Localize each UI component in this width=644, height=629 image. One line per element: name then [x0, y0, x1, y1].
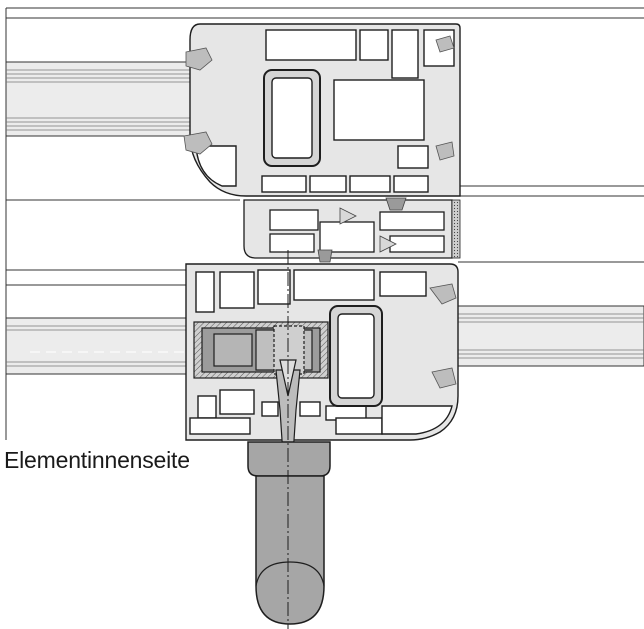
middle-coupling-profile [243, 199, 461, 259]
upper-sash-profile [189, 23, 461, 197]
gearbox-housing [193, 321, 329, 379]
handle [247, 441, 331, 625]
upper-gaskets [183, 35, 455, 161]
lower-gaskets [429, 283, 457, 389]
inner-side-label: Elementinnenseite [4, 447, 190, 473]
lower-glass-pane-left [5, 317, 193, 375]
middle-gaskets [317, 197, 407, 263]
